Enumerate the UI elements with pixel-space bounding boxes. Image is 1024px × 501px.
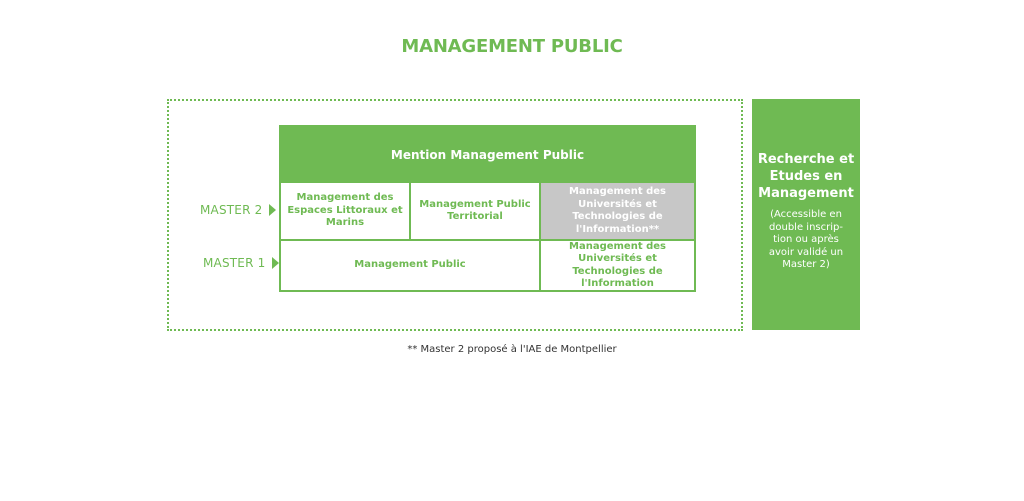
arrow-right-icon [269, 204, 277, 216]
cell-management-public: Management Public [354, 259, 466, 271]
cell-public-territorial: Management Public Territorial [419, 198, 531, 223]
cell-universites-master1: Management des Universités et Technologi… [569, 240, 666, 290]
cell-universites-master2: Management des Universités et Technologi… [541, 183, 694, 239]
mention-header: Mention Management Public [281, 127, 694, 183]
row-label-master-1-text: MASTER 1 [203, 256, 266, 270]
programs-grid: Mention Management Public Management des… [279, 125, 696, 292]
row-label-master-2-text: MASTER 2 [200, 203, 263, 217]
column-divider [409, 183, 411, 239]
recherche-note: (Accessible en double inscrip-tion ou ap… [768, 209, 844, 270]
arrow-right-icon [272, 257, 280, 269]
footnote: ** Master 2 proposé à l'IAE de Montpelli… [407, 344, 617, 355]
column-divider [539, 183, 541, 290]
recherche-title: Recherche et Etudes en Management [757, 152, 855, 201]
recherche-box: Recherche et Etudes en Management (Acces… [752, 99, 860, 330]
row-label-master-1: MASTER 1 [203, 256, 280, 270]
diagram-title: MANAGEMENT PUBLIC [401, 36, 623, 57]
row-divider [281, 239, 694, 241]
row-label-master-2: MASTER 2 [200, 203, 277, 217]
programs-dotted-frame [167, 99, 743, 331]
cell-espaces-littoraux: Management des Espaces Littoraux et Mari… [287, 192, 403, 229]
